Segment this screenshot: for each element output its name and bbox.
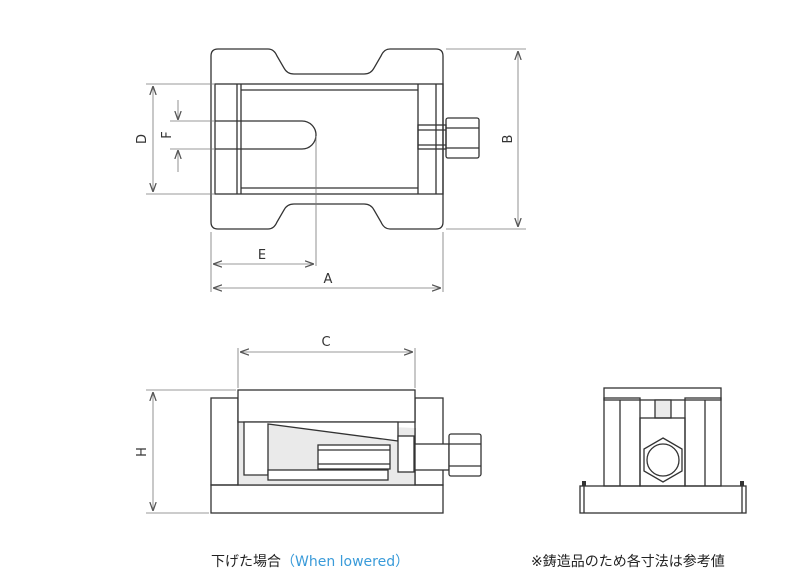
dim-label-H: H	[135, 447, 150, 457]
front-inner-block	[267, 469, 389, 481]
dim-label-F: F	[160, 131, 175, 138]
front-left-post	[210, 397, 239, 486]
view-caption: 下げた場合（When lowered）	[211, 551, 409, 571]
side-bolt-circle	[646, 443, 680, 477]
front-view-dimensions	[146, 348, 416, 514]
reference-note: ※鋳造品のため各寸法は参考値	[531, 554, 725, 570]
side-center-block	[639, 417, 686, 487]
side-base-marks	[582, 481, 744, 486]
top-view-outline	[210, 48, 444, 230]
side-view	[579, 387, 747, 514]
front-washer	[397, 435, 415, 473]
front-base	[210, 484, 444, 514]
side-bolt-hex	[643, 437, 683, 483]
caption-main: 下げた場合	[211, 554, 281, 570]
side-base	[579, 485, 747, 514]
top-view	[210, 48, 480, 230]
side-left-wall	[603, 397, 641, 487]
top-view-dimensions	[146, 48, 526, 292]
technical-drawing: E A D F B C H	[135, 48, 747, 514]
slot-outline	[215, 120, 317, 150]
bolt-hex-head	[445, 117, 480, 159]
dim-label-C: C	[321, 335, 330, 350]
dim-label-E: E	[258, 248, 266, 263]
front-right-post	[414, 397, 444, 486]
dim-label-D: D	[135, 134, 150, 144]
dim-label-B: B	[501, 135, 516, 144]
front-bolt-neck	[414, 443, 450, 471]
side-right-wall	[684, 397, 722, 487]
front-bolt-hex-head	[448, 433, 482, 477]
front-wedge	[243, 421, 399, 476]
front-view	[210, 389, 482, 514]
side-slot	[654, 399, 672, 419]
front-top-plate	[237, 389, 416, 423]
top-inner-block	[214, 83, 444, 195]
dim-label-A: A	[324, 272, 333, 287]
caption-english: （When lowered）	[281, 554, 410, 570]
front-bolt-shaft	[317, 444, 391, 470]
